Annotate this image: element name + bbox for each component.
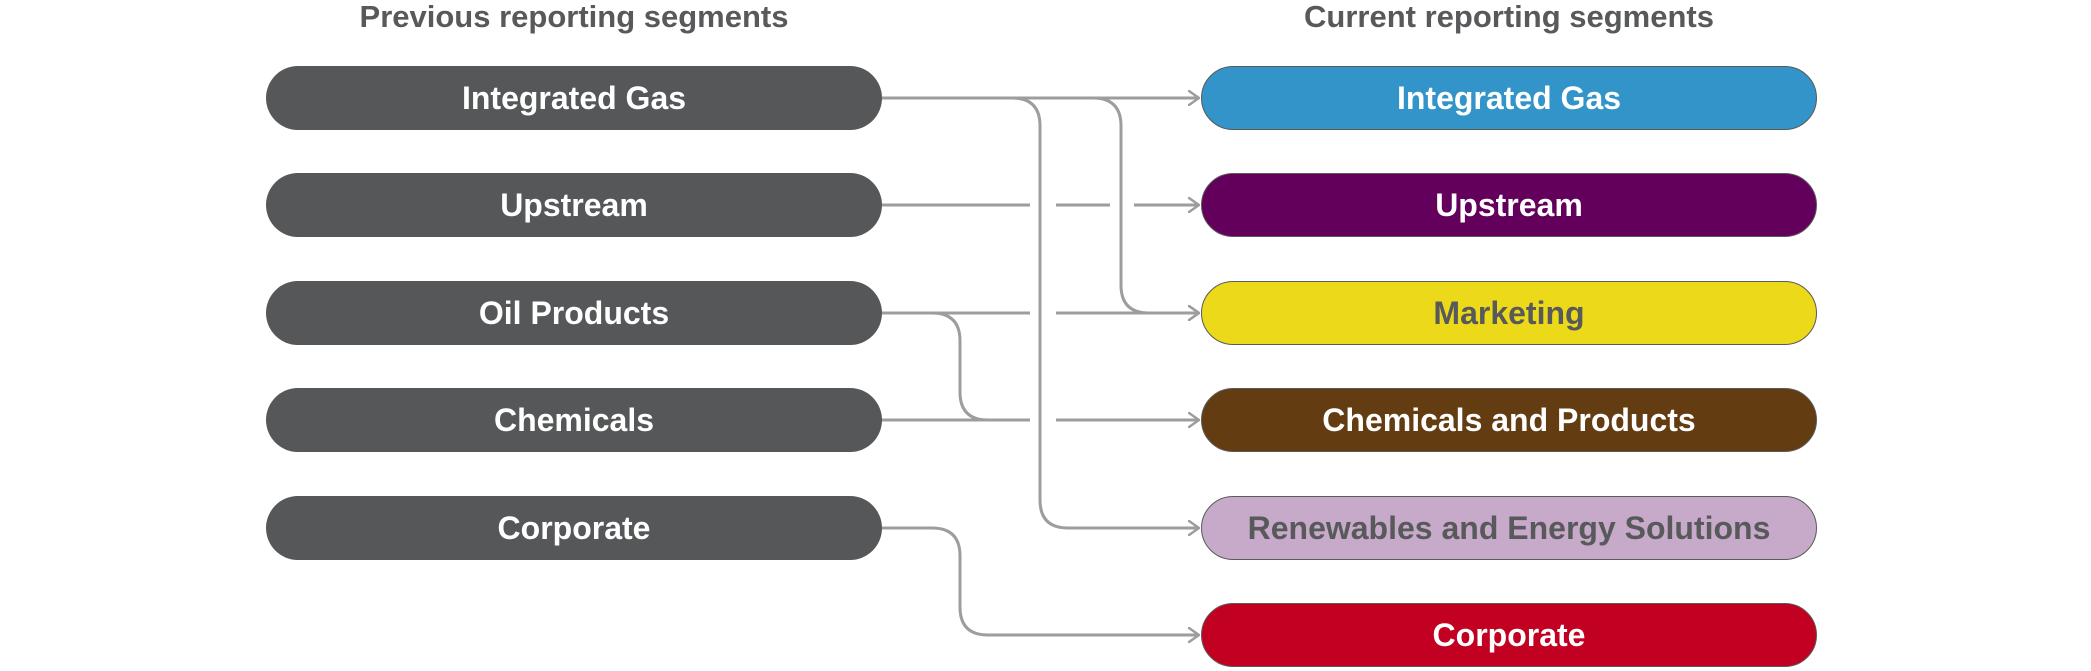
connector-oil-products-to-chemicals-and-products xyxy=(882,311,1030,422)
previous-segment-label: Corporate xyxy=(497,509,651,546)
previous-segment-label: Chemicals xyxy=(493,401,655,438)
current-segment-chemicals-and-products: Chemicals and Products xyxy=(1201,388,1817,452)
previous-segment-integrated-gas: Integrated Gas xyxy=(266,66,882,130)
previous-segment-chemicals: Chemicals xyxy=(266,388,882,452)
connector-integrated-gas-to-marketing xyxy=(882,96,1199,313)
previous-segment-label: Oil Products xyxy=(478,294,670,331)
previous-segment-corporate: Corporate xyxy=(266,496,882,560)
current-segment-label: Marketing xyxy=(1433,294,1585,331)
current-segment-upstream: Upstream xyxy=(1201,173,1817,237)
connector-integrated-gas-to-renewables xyxy=(882,96,1199,528)
current-segment-marketing: Marketing xyxy=(1201,281,1817,345)
previous-segments-heading: Previous reporting segments xyxy=(359,0,789,34)
previous-segment-label: Upstream xyxy=(500,186,648,223)
previous-segment-upstream: Upstream xyxy=(266,173,882,237)
connector-corporate-to-corporate xyxy=(882,526,1199,635)
previous-segment-label: Integrated Gas xyxy=(461,79,687,116)
current-segment-label: Chemicals and Products xyxy=(1322,401,1696,438)
current-segment-integrated-gas: Integrated Gas xyxy=(1201,66,1817,130)
current-segment-label: Corporate xyxy=(1432,616,1586,653)
current-segment-label: Renewables and Energy Solutions xyxy=(1247,509,1771,546)
current-segment-corporate: Corporate xyxy=(1201,603,1817,667)
current-segments-heading: Current reporting segments xyxy=(1304,0,1714,34)
current-segment-label: Upstream xyxy=(1435,186,1583,223)
current-segment-renewables-and-energy-solutions: Renewables and Energy Solutions xyxy=(1201,496,1817,560)
current-segment-label: Integrated Gas xyxy=(1396,79,1622,116)
previous-segment-oil-products: Oil Products xyxy=(266,281,882,345)
